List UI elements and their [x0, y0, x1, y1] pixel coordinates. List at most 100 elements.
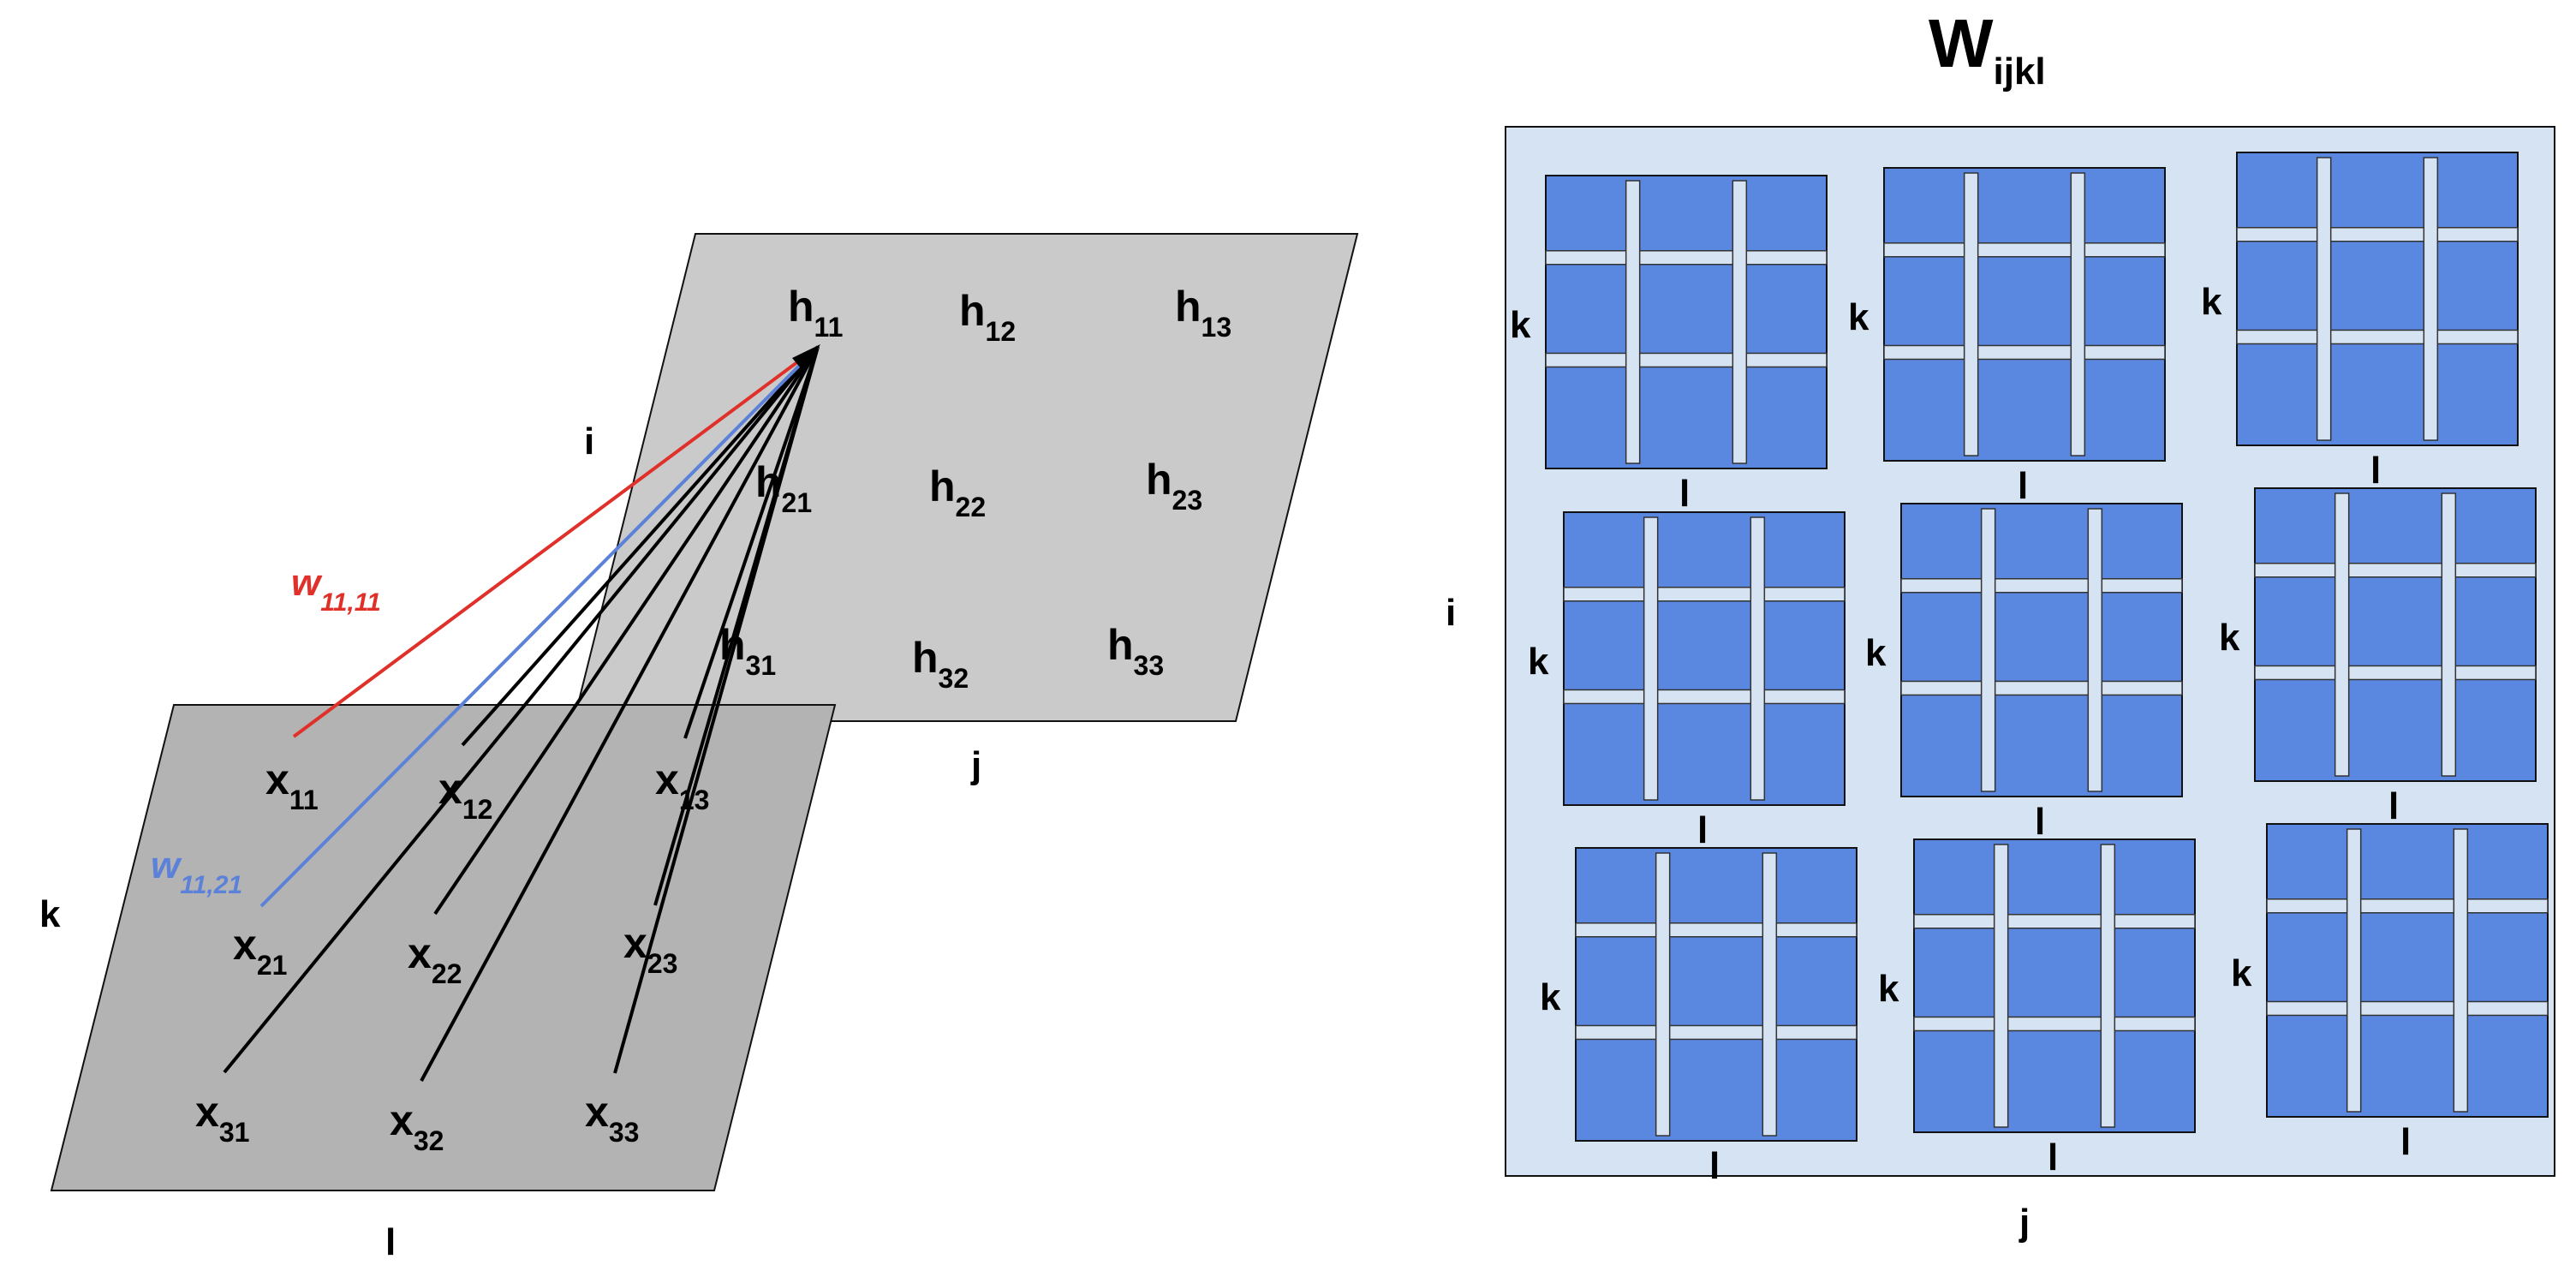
hidden-cols-label: j [970, 744, 981, 786]
kernel-block-3: kl [2201, 152, 2519, 492]
kernel-col-divider [2087, 508, 2103, 792]
input-node-x23: x23 [623, 919, 677, 979]
kernel-block-bg [1913, 838, 2196, 1133]
kernel-row-divider [1545, 352, 1828, 368]
kernel-col-divider [1655, 852, 1671, 1137]
kernel-block-9: kl [2231, 823, 2549, 1163]
kernel-rows-label: k [2219, 617, 2240, 659]
kernel-rows-label: k [1848, 296, 1869, 338]
connection-line-x31 [223, 345, 820, 1074]
kernel-col-divider [2070, 172, 2086, 457]
kernel-block-bg [1883, 167, 2166, 462]
kernel-cols-label: l [2370, 450, 2381, 492]
input-node-x32: x32 [390, 1096, 444, 1156]
kernel-col-divider [2334, 492, 2350, 777]
kernel-row-divider [2254, 563, 2537, 578]
kernel-row-divider [1563, 587, 1846, 602]
tensor-cols-label: j [2018, 1202, 2030, 1244]
arrowhead-icon [792, 344, 820, 373]
kernel-rows-label: k [1510, 304, 1531, 346]
hidden-rows-label: i [584, 421, 594, 462]
hidden-node-labels: h11 h12 h13 h21 h22 h23 h31 h32 h33 [719, 283, 1231, 694]
connection-line-x12 [461, 345, 820, 747]
kernel-col-divider [2316, 157, 2332, 441]
kernel-cols-label: l [2035, 801, 2045, 843]
tensor-title: Wijkl [1929, 5, 2046, 92]
kernel-block-bg [2236, 152, 2519, 446]
kernel-row-divider [2236, 329, 2519, 345]
input-plane-shape [50, 704, 837, 1191]
connection-lines [223, 345, 820, 1082]
kernel-rows-label: k [1528, 641, 1549, 683]
tensor-rows-label: i [1446, 592, 1456, 634]
kernel-block-bg [1575, 847, 1857, 1142]
kernel-row-divider [1900, 680, 2183, 696]
kernel-block-bg [1900, 503, 2183, 797]
input-node-x11: x11 [265, 755, 319, 815]
hidden-node-h33: h33 [1107, 621, 1164, 681]
hidden-node-h22: h22 [929, 462, 986, 522]
kernel-col-divider [2441, 492, 2457, 777]
kernel-row-divider [1900, 578, 2183, 594]
hidden-layer-plane [572, 233, 1359, 722]
kernel-col-divider [1993, 844, 2009, 1128]
kernel-block-4: kl [1528, 511, 1846, 851]
hidden-plane-shape [572, 233, 1359, 722]
kernel-cols-label: l [1709, 1145, 1720, 1187]
hidden-node-h12: h12 [959, 287, 1016, 347]
kernel-block-7: kl [1540, 847, 1857, 1187]
kernel-block-2: kl [1848, 167, 2166, 507]
kernel-row-divider [1563, 689, 1846, 705]
input-node-x31: x31 [195, 1088, 249, 1148]
kernel-col-divider [1762, 852, 1778, 1137]
hidden-node-h31: h31 [719, 621, 776, 681]
kernel-row-divider [2254, 665, 2537, 681]
kernel-cols-label: l [1697, 809, 1708, 851]
connection-line-x32 [420, 346, 820, 1082]
kernel-col-divider [2453, 828, 2469, 1113]
weight-line-red [292, 345, 820, 738]
input-node-x22: x22 [408, 929, 462, 989]
kernel-col-divider [2100, 844, 2116, 1128]
kernel-row-divider [1913, 1016, 2196, 1032]
kernel-rows-label: k [1540, 976, 1561, 1018]
kernel-cols-label: l [2048, 1137, 2058, 1179]
kernel-row-divider [1575, 922, 1857, 938]
kernel-col-divider [1732, 180, 1748, 464]
kernel-row-divider [2236, 227, 2519, 242]
kernel-block-bg [2254, 487, 2537, 782]
kernel-rows-label: k [1865, 632, 1887, 674]
kernel-rows-label: k [2231, 952, 2252, 994]
kernel-col-divider [1963, 172, 1979, 457]
hidden-node-h23: h23 [1146, 456, 1202, 516]
weight-label-blue: w11,21 [151, 844, 242, 899]
hidden-node-h21: h21 [755, 458, 812, 518]
kernel-row-divider [1883, 242, 2166, 258]
kernel-col-divider [2346, 828, 2362, 1113]
connection-line-x33 [613, 346, 820, 1074]
kernel-block-bg [1545, 175, 1828, 469]
hidden-node-h11: h11 [788, 283, 843, 343]
kernel-row-divider [1545, 250, 1828, 266]
hidden-node-h32: h32 [912, 634, 969, 694]
kernel-row-divider [1883, 344, 2166, 361]
connection-line-x13 [683, 346, 820, 739]
input-layer-plane [50, 704, 837, 1191]
kernel-col-divider [2423, 157, 2439, 441]
kernel-block-6: kl [2219, 487, 2537, 827]
hidden-node-h13: h13 [1175, 283, 1231, 343]
connection-line-x22 [433, 345, 820, 916]
kernel-block-1: kl [1510, 175, 1828, 515]
input-node-x12: x12 [438, 765, 492, 825]
kernel-cols-label: l [2018, 465, 2028, 507]
kernel-block-bg [1563, 511, 1846, 806]
kernel-col-divider [1643, 516, 1659, 801]
kernel-block-bg [2266, 823, 2549, 1118]
input-node-x33: x33 [585, 1088, 639, 1148]
kernel-rows-label: k [2201, 281, 2222, 323]
kernel-col-divider [1980, 508, 1996, 792]
input-cols-label: l [385, 1221, 396, 1263]
